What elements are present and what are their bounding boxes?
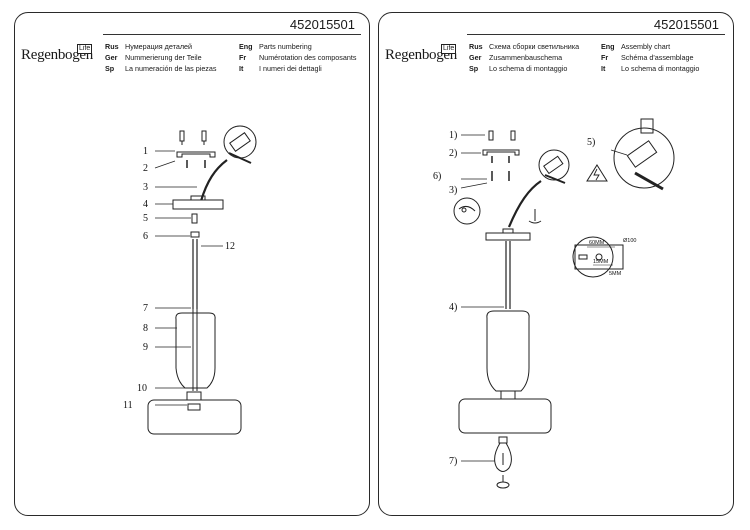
brand-logo: Regenbogen Life [21,44,105,70]
brand-name: Regenbogen [21,47,93,63]
dimension-label: Ø100 [623,238,636,244]
part-label: 7 [143,303,148,314]
nut [191,213,198,224]
mounting-bracket [176,151,216,158]
dimension-label: 5MM [609,271,622,277]
drill-zoom [453,197,481,225]
product-code: 452015501 [653,17,719,32]
dimension-label: 60MM [589,240,605,246]
screw-icon [488,130,494,141]
header-rule [467,34,725,35]
ground-hook-icon [528,209,542,224]
canopy-plate [485,232,531,241]
mounting-dimension-detail [572,236,624,278]
step-label: 5) [587,137,595,148]
part-label: 9 [143,342,148,353]
part-label: 1 [143,146,148,157]
brand-sub: Life [441,44,457,54]
part-label: 5 [143,213,148,224]
lamp-base [458,398,552,434]
step-label: 2) [449,148,457,159]
step-label: 3) [449,185,457,196]
wire-connector-zoom [538,149,570,184]
glass-shade [486,310,530,392]
header-rule [103,34,361,35]
terminal-zoom [613,118,675,191]
brand-sub: Life [77,44,93,54]
screw-icon [201,130,207,145]
product-code: 452015501 [289,17,355,32]
part-label: 11 [123,400,133,411]
warning-icon [586,164,608,182]
rod-cap [190,231,200,238]
wire-connector-zoom [223,125,257,164]
screw-icon [179,130,185,145]
brand-name: Regenbogen [385,47,457,63]
screw-icon [510,130,516,141]
part-label: 3 [143,182,148,193]
step-label: 1) [449,130,457,141]
mounting-bracket [482,149,520,156]
step-label: 4) [449,302,457,313]
canopy-plate [172,199,224,210]
assembly-diagram: 1) 2) 3) 4) 5) 6) 7) 60MM Ø100 15MM 5MM [433,118,675,489]
part-label: 8 [143,323,148,334]
part-label: 4 [143,199,148,210]
step-label: 6) [433,171,441,182]
part-label: 6 [143,231,148,242]
part-label: 2 [143,163,148,174]
part-label: 12 [225,241,235,252]
step-label: 7) [449,456,457,467]
bulb-icon [494,436,512,489]
glass-shade [175,312,216,389]
parts-diagram: 1 2 3 4 5 6 7 8 9 10 11 12 [123,125,257,435]
part-label: 10 [137,383,147,394]
dimension-label: 15MM [593,259,609,265]
brand-logo: Regenbogen Life [385,44,469,70]
